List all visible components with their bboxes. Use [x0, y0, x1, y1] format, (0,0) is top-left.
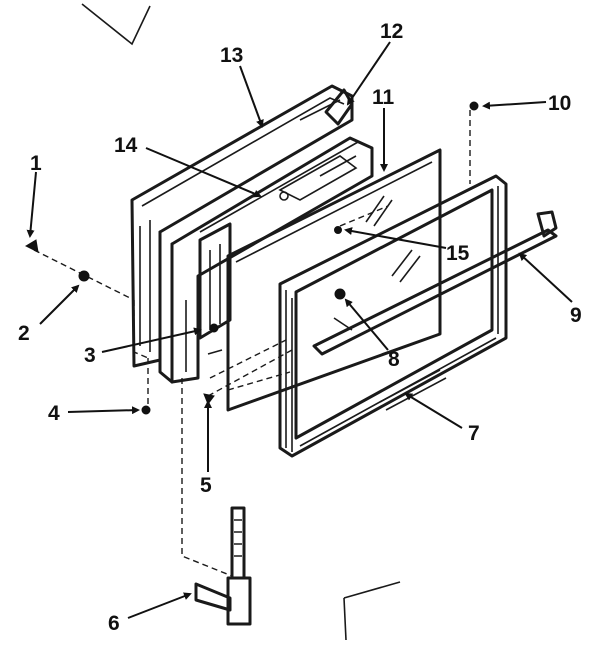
callout-6: 6	[108, 612, 120, 635]
callout-11: 11	[372, 86, 395, 109]
callout-14: 14	[114, 134, 138, 157]
screw-10-icon	[469, 101, 479, 111]
callout-15: 15	[446, 242, 470, 265]
callout-10: 10	[548, 92, 571, 115]
hinge-bracket	[324, 88, 354, 126]
door-handle-rod	[312, 210, 558, 356]
inner-glass-panel	[226, 148, 442, 412]
hinge-assembly	[194, 506, 252, 626]
callout-4: 4	[48, 402, 60, 425]
callout-9: 9	[570, 304, 582, 327]
callout-labels: 1 2 3 4 5 6 7 8 9 10 11 12 13 14 15	[18, 20, 582, 635]
hardware-parts	[24, 101, 479, 415]
screw-15-icon	[334, 226, 342, 234]
callout-12: 12	[380, 20, 403, 43]
callout-3: 3	[84, 344, 96, 367]
callout-5: 5	[200, 474, 212, 497]
screw-4-icon	[141, 405, 151, 415]
screw-1-icon	[24, 239, 39, 253]
scan-corner-marks	[81, 3, 401, 641]
callout-1: 1	[30, 152, 42, 175]
screw-3-icon	[209, 323, 219, 333]
callout-13: 13	[220, 44, 243, 67]
callout-2: 2	[18, 322, 30, 345]
clip-8-icon	[334, 288, 346, 300]
washer-2-icon	[78, 270, 90, 282]
leader-lines	[26, 41, 573, 619]
outer-door-frame	[278, 174, 508, 458]
callout-8: 8	[388, 348, 400, 371]
callout-7: 7	[468, 422, 480, 445]
